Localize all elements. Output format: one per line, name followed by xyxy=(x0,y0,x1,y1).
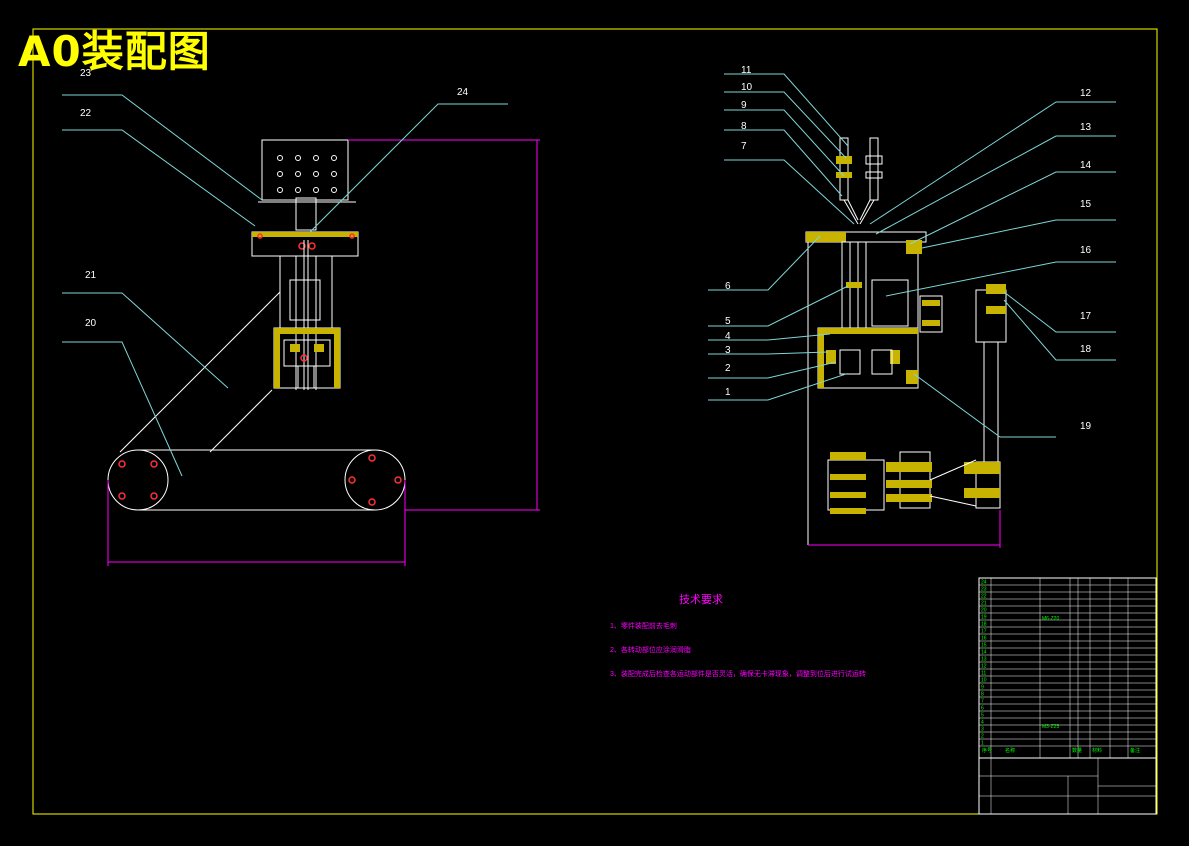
bom-part-number: 20 xyxy=(981,608,987,614)
balloon-18: 18 xyxy=(1080,344,1092,355)
balloon-5: 5 xyxy=(725,316,731,327)
bom-part-number: 17 xyxy=(981,629,987,635)
tech-req-item-1: 1、零件装配前去毛刺 xyxy=(610,621,677,630)
bom-part-number: 21 xyxy=(981,601,987,607)
right-view xyxy=(708,73,1116,548)
balloon-20: 20 xyxy=(85,318,97,329)
bom-header-no: 序号 xyxy=(982,747,992,754)
balloon-15: 15 xyxy=(1080,199,1092,210)
bom-part-number: 5 xyxy=(981,713,984,719)
bom-part-number: 8 xyxy=(981,692,984,698)
balloon-11: 11 xyxy=(741,65,752,76)
bom-table xyxy=(978,577,1157,815)
bom-part-number: 22 xyxy=(981,594,987,600)
bom-header-qty: 数量 xyxy=(1072,747,1082,754)
bom-part-number: 14 xyxy=(981,650,987,656)
balloon-22: 22 xyxy=(80,108,92,119)
bom-header-name: 名称 xyxy=(1005,747,1015,754)
balloon-16: 16 xyxy=(1080,245,1092,256)
balloon-7: 7 xyxy=(741,141,747,152)
tech-req-heading: 技术要求 xyxy=(679,593,723,606)
bom-part-number: 2 xyxy=(981,734,984,740)
bom-part-number: 7 xyxy=(981,699,984,705)
lower-gripper xyxy=(827,459,885,511)
left-view xyxy=(62,94,540,566)
vertical-column xyxy=(279,255,333,329)
motor-housing xyxy=(871,279,909,327)
balloon-24: 24 xyxy=(457,87,469,98)
gripper-finger-left xyxy=(839,137,849,201)
bom-part-number: 6 xyxy=(981,706,984,712)
balloon-9: 9 xyxy=(741,100,747,111)
bom-part-number: 13 xyxy=(981,657,987,663)
balloon-13: 13 xyxy=(1080,122,1092,133)
bom-header-material: 材料 xyxy=(1092,747,1102,754)
balloon-1: 1 xyxy=(725,387,731,398)
bom-part-number: 1 xyxy=(981,741,984,747)
wrist-joint xyxy=(295,197,317,231)
balloon-23: 23 xyxy=(80,68,92,79)
arm-edge-upper xyxy=(119,291,281,453)
balloon-8: 8 xyxy=(741,121,747,132)
balloon-4: 4 xyxy=(725,331,731,342)
balloon-19: 19 xyxy=(1080,421,1092,432)
balloon-12: 12 xyxy=(1080,88,1092,99)
track-wheel-left xyxy=(107,449,169,511)
tech-req-item-2: 2、各转动部位应涂润滑脂 xyxy=(610,645,691,654)
bom-part-number: 19 xyxy=(981,615,987,621)
bom-part-number: 15 xyxy=(981,643,987,649)
bom-spec-b: M3-Z25 xyxy=(1042,724,1059,730)
balloon-2: 2 xyxy=(725,363,731,374)
bom-part-number: 11 xyxy=(981,671,986,677)
balloon-17: 17 xyxy=(1080,311,1092,322)
side-actuator xyxy=(975,289,1007,343)
bom-part-number: 23 xyxy=(981,587,987,593)
bom-spec-a: M6-Z20 xyxy=(1042,616,1059,622)
bom-part-number: 4 xyxy=(981,720,984,726)
border-frame xyxy=(32,28,1158,815)
balloon-3: 3 xyxy=(725,345,731,356)
balloon-14: 14 xyxy=(1080,160,1092,171)
sheet-title: A0装配图 xyxy=(18,27,211,76)
bom-header-note: 备注 xyxy=(1130,747,1140,754)
bom-part-number: 16 xyxy=(981,636,987,642)
bom-part-number: 12 xyxy=(981,664,987,670)
balloon-21: 21 xyxy=(85,270,97,281)
arm-edge-lower xyxy=(209,389,273,453)
balloon-10: 10 xyxy=(741,82,753,93)
bom-part-number: 24 xyxy=(981,580,987,586)
tech-req-item-3: 3、装配完成后检查各运动部件是否灵活，确保无卡滞现象，调整到位后进行试运转 xyxy=(610,669,866,678)
bom-part-number: 10 xyxy=(981,678,987,684)
bom-part-number: 18 xyxy=(981,622,987,628)
bom-part-number: 9 xyxy=(981,685,984,691)
bom-part-number: 3 xyxy=(981,727,984,733)
gripper-finger-right xyxy=(869,137,879,201)
balloon-6: 6 xyxy=(725,281,731,292)
control-box-holes xyxy=(277,155,337,193)
control-box xyxy=(261,139,349,201)
